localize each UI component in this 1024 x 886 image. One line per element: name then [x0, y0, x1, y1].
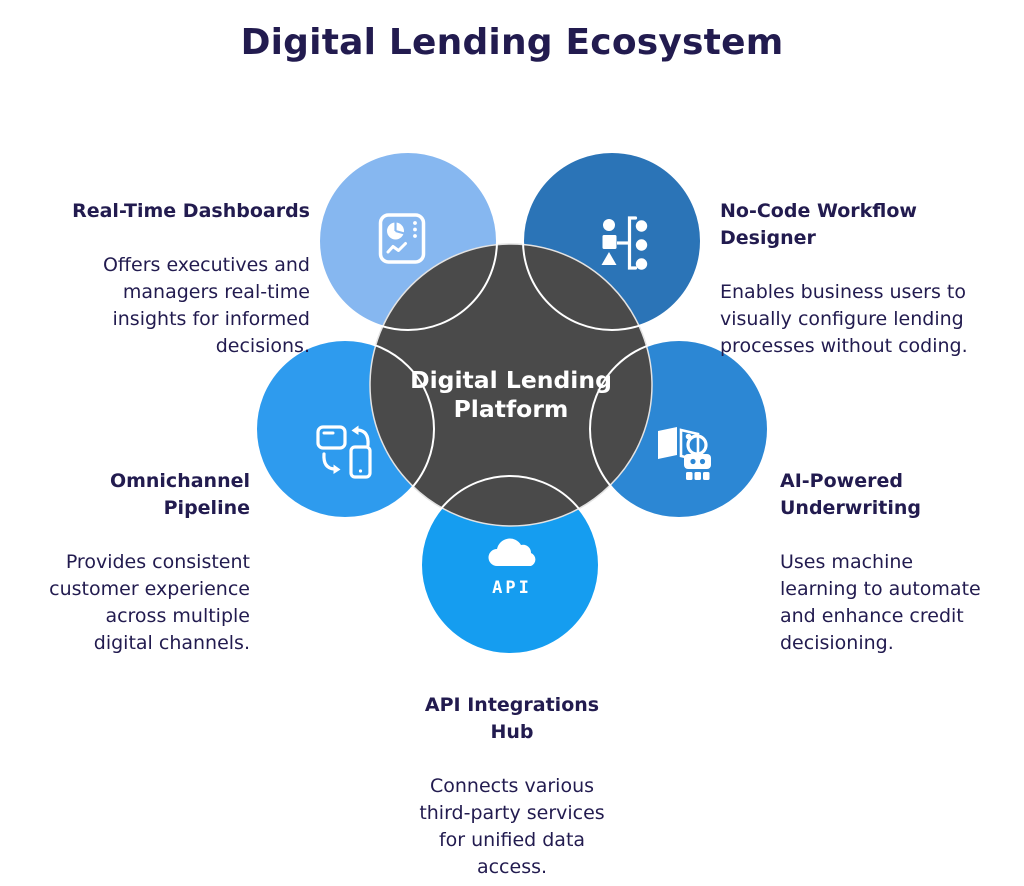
- underwriting-title: AI-Powered Underwriting: [780, 470, 921, 519]
- omnichannel-description: Provides consistent customer experience …: [49, 551, 250, 654]
- underwriting-description: Uses machine learning to automate and en…: [780, 551, 981, 654]
- page-title: Digital Lending Ecosystem: [240, 22, 784, 63]
- workflow-icon: [601, 216, 648, 270]
- cloud-api-icon: API: [488, 538, 536, 598]
- workflow-description: Enables business users to visually confi…: [720, 281, 968, 357]
- api-title: API Integrations Hub: [424, 694, 600, 743]
- omnichannel-title: Omnichannel Pipeline: [109, 470, 250, 519]
- book-robot-icon: [658, 427, 711, 480]
- api-icon-label: API: [492, 578, 532, 598]
- dashboard-icon: [378, 213, 426, 264]
- omnichannel-text-block: Omnichannel Pipeline Provides consistent…: [10, 441, 250, 684]
- dashboards-title: Real-Time Dashboards: [72, 200, 310, 222]
- api-description: Connects various third-party services fo…: [419, 775, 605, 878]
- hub-label-line2: Platform: [454, 395, 569, 423]
- satellite-outlines: [255, 151, 769, 655]
- dashboards-description: Offers executives and managers real-time…: [102, 254, 310, 357]
- hub-label-line1: Digital Lending: [410, 366, 612, 394]
- device-sync-icon: [316, 425, 372, 479]
- hub-circle: [369, 243, 653, 527]
- workflow-title: No-Code Workflow Designer: [720, 200, 917, 249]
- underwriting-text-block: AI-Powered Underwriting Uses machine lea…: [780, 441, 1020, 684]
- api-text-block: API Integrations Hub Connects various th…: [377, 665, 647, 886]
- workflow-text-block: No-Code Workflow Designer Enables busine…: [720, 171, 1020, 387]
- dashboards-text-block: Real-Time Dashboards Offers executives a…: [30, 171, 310, 387]
